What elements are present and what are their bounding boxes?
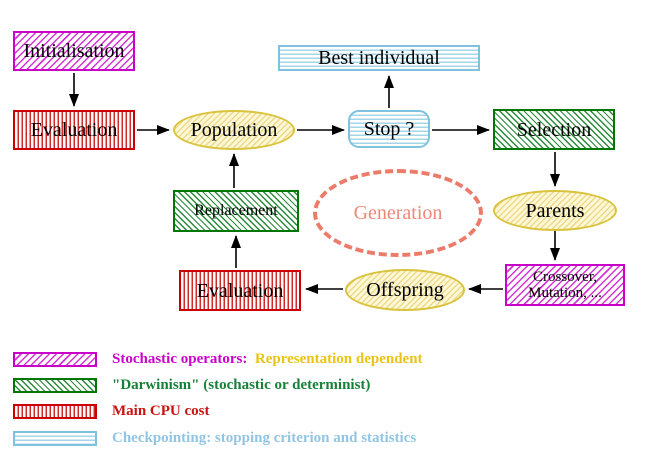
node-evaluation-top: Evaluation	[13, 110, 135, 150]
legend-swatch-red-stripes	[13, 403, 97, 419]
node-crossover-mutation: Crossover, Mutation, ...	[505, 264, 625, 306]
legend-swatch-green-hatch	[13, 377, 97, 393]
legend-row-checkpointing: Checkpointing: stopping criterion and st…	[13, 429, 416, 447]
legend-row-darwinism: "Darwinism" (stochastic or determinist)	[13, 376, 370, 394]
legend-label-stochastic: Stochastic operators: Representation dep…	[112, 351, 423, 368]
legend-label-stochastic-part2: Representation dependent	[254, 350, 423, 367]
legend-label-darwinism: "Darwinism" (stochastic or determinist)	[112, 376, 371, 393]
node-best-individual: Best individual	[278, 45, 480, 71]
legend-row-stochastic: Stochastic operators: Representation dep…	[13, 350, 423, 368]
node-parents: Parents	[493, 190, 617, 231]
legend-row-cpu-cost: Main CPU cost	[13, 402, 210, 420]
crossover-line1: Crossover,	[533, 268, 597, 285]
node-evaluation-bottom: Evaluation	[179, 270, 301, 311]
node-selection: Selection	[493, 109, 615, 150]
node-stop: Stop ?	[348, 110, 430, 148]
node-replacement: Replacement	[173, 190, 299, 232]
legend-label-cpu-cost: Main CPU cost	[112, 402, 210, 419]
legend-swatch-cyan-stripes	[13, 430, 97, 446]
legend-swatch-magenta-hatch	[13, 351, 97, 367]
legend-label-checkpointing: Checkpointing: stopping criterion and st…	[112, 429, 417, 446]
legend-label-stochastic-part1: Stochastic operators:	[112, 350, 248, 367]
crossover-line2: Mutation, ...	[528, 285, 602, 301]
node-offspring: Offspring	[345, 269, 465, 311]
legend-label-spacer	[247, 351, 255, 367]
node-population: Population	[173, 110, 295, 150]
node-generation: Generation	[313, 169, 483, 257]
node-initialisation: Initialisation	[13, 31, 135, 71]
